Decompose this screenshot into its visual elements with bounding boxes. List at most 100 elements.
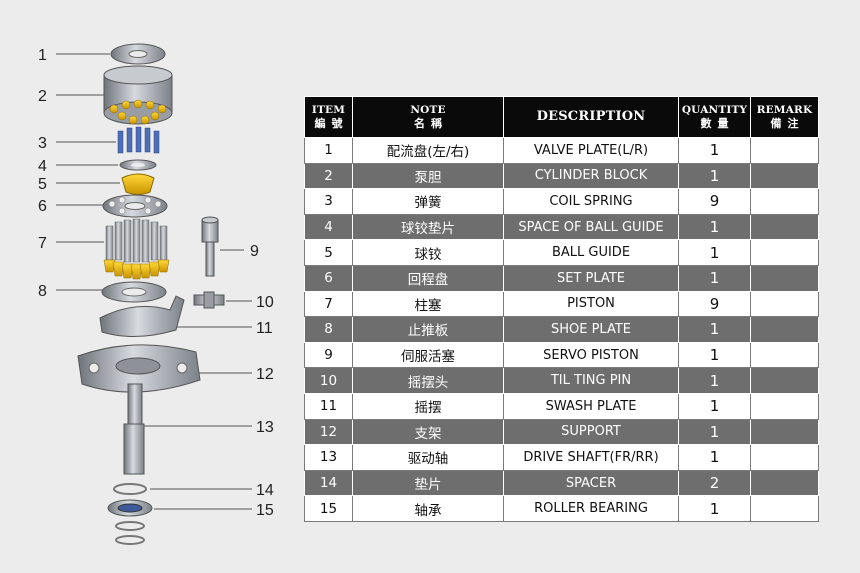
- part-shoe-plate: [101, 281, 167, 303]
- cell-item: 4: [304, 213, 353, 241]
- cell-item: 12: [304, 418, 353, 446]
- cell-remark: [750, 239, 819, 266]
- cell-remark: [750, 213, 819, 241]
- callout-13: 13: [256, 419, 274, 436]
- cell-quantity: 1: [678, 341, 751, 369]
- callout-10: 10: [256, 294, 274, 311]
- cell-remark: [750, 444, 819, 471]
- cell-description: SUPPORT: [503, 418, 679, 446]
- cell-remark: [750, 188, 819, 215]
- callout-7: 7: [38, 235, 47, 252]
- cell-description: SWASH PLATE: [503, 392, 679, 420]
- cell-note: 摇摆头: [352, 367, 504, 394]
- cell-description: SPACER: [503, 469, 679, 497]
- cell-remark: [750, 469, 819, 497]
- cell-quantity: 1: [678, 239, 751, 266]
- cell-description: SET PLATE: [503, 264, 679, 292]
- cell-item: 6: [304, 264, 353, 292]
- cell-note: 球铰: [352, 239, 504, 266]
- part-pistons: [103, 218, 170, 280]
- cell-quantity: 1: [678, 316, 751, 343]
- cell-description: PISTON: [503, 290, 679, 318]
- cell-quantity: 1: [678, 367, 751, 394]
- cell-remark: [750, 264, 819, 292]
- cell-quantity: 1: [678, 137, 751, 164]
- cell-item: 5: [304, 239, 353, 266]
- cell-note: 轴承: [352, 495, 504, 522]
- cell-remark: [750, 162, 819, 190]
- callout-14: 14: [256, 482, 274, 499]
- part-spacer: [113, 483, 147, 495]
- cell-item: 7: [304, 290, 353, 318]
- part-tilting-pin: [193, 291, 225, 309]
- cell-quantity: 9: [678, 188, 751, 215]
- cell-description: DRIVE SHAFT(FR/RR): [503, 444, 679, 471]
- cell-remark: [750, 418, 819, 446]
- cell-description: COIL SPRING: [503, 188, 679, 215]
- part-drive-shaft: [123, 383, 145, 475]
- cell-item: 1: [304, 137, 353, 164]
- part-valve-plate: [110, 43, 166, 65]
- cell-note: 垫片: [352, 469, 504, 497]
- part-servo-piston: [201, 216, 219, 277]
- part-spacer-ball-guide: [119, 159, 157, 171]
- cell-quantity: 1: [678, 392, 751, 420]
- cell-quantity: 1: [678, 213, 751, 241]
- cell-remark: [750, 495, 819, 522]
- cell-remark: [750, 367, 819, 394]
- part-set-plate: [102, 194, 168, 218]
- part-cylinder-block: [103, 65, 173, 125]
- cell-item: 3: [304, 188, 353, 215]
- cell-description: BALL GUIDE: [503, 239, 679, 266]
- cell-item: 11: [304, 392, 353, 420]
- callout-4: 4: [38, 158, 47, 175]
- cell-quantity: 9: [678, 290, 751, 318]
- cell-description: ROLLER BEARING: [503, 495, 679, 522]
- cell-description: VALVE PLATE(L/R): [503, 137, 679, 164]
- cell-item: 2: [304, 162, 353, 190]
- cell-description: SERVO PISTON: [503, 341, 679, 369]
- callout-6: 6: [38, 198, 47, 215]
- cell-item: 15: [304, 495, 353, 522]
- cell-quantity: 1: [678, 162, 751, 190]
- callout-12: 12: [256, 366, 274, 383]
- cell-remark: [750, 316, 819, 343]
- cell-description: SPACE OF BALL GUIDE: [503, 213, 679, 241]
- callout-numbers: 1 2 3 4 5 6 7 8 9 10 11 12 13 14 15: [38, 47, 274, 519]
- cell-note: 弹簧: [352, 188, 504, 215]
- callout-5: 5: [38, 176, 47, 193]
- callout-9: 9: [250, 243, 259, 260]
- cell-note: 柱塞: [352, 290, 504, 318]
- cell-note: 泵胆: [352, 162, 504, 190]
- cell-remark: [750, 137, 819, 164]
- cell-item: 10: [304, 367, 353, 394]
- cell-remark: [750, 392, 819, 420]
- part-coil-springs: [117, 126, 160, 154]
- cell-quantity: 1: [678, 418, 751, 446]
- cell-note: 支架: [352, 418, 504, 446]
- callout-11: 11: [256, 320, 273, 337]
- cell-description: SHOE PLATE: [503, 316, 679, 343]
- callout-1: 1: [38, 47, 47, 64]
- part-roller-bearing: [107, 499, 153, 545]
- callout-2: 2: [38, 88, 47, 105]
- cell-item: 14: [304, 469, 353, 497]
- exploded-pump-diagram: 1 2 3 4 5 6 7 8 9 10 11 12 13 14 15: [38, 43, 274, 545]
